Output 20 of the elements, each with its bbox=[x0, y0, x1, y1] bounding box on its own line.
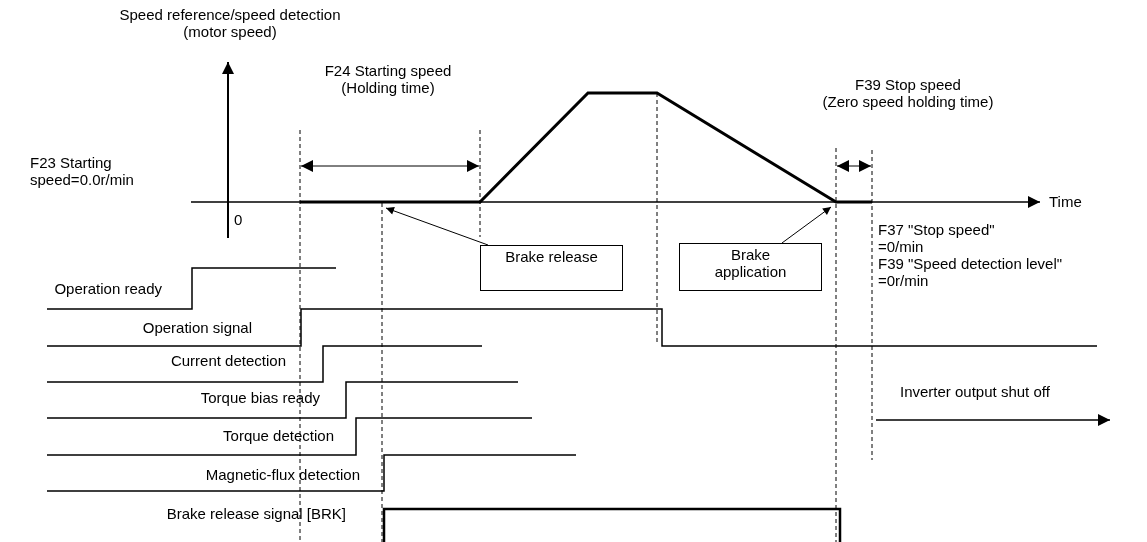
label: Brake release signal [BRK] bbox=[166, 506, 346, 523]
label: F39 "Speed detection level" =0r/min bbox=[878, 256, 1063, 289]
label: Torque detection bbox=[223, 428, 334, 445]
callout-box: Brake release bbox=[480, 245, 623, 291]
label: F24 Starting speed (Holding time) bbox=[324, 63, 452, 96]
label: Inverter output shut off bbox=[900, 384, 1050, 401]
label: F23 Starting speed=0.0r/min bbox=[30, 155, 134, 188]
label: Time bbox=[1049, 194, 1082, 211]
label: F37 "Stop speed" =0/min bbox=[878, 222, 995, 255]
label: Current detection bbox=[170, 353, 286, 370]
label: Torque bias ready bbox=[200, 390, 320, 407]
leader-line bbox=[385, 206, 489, 246]
label: Operation ready bbox=[54, 281, 162, 298]
label: Operation signal bbox=[142, 320, 252, 337]
label: Speed reference/speed detection (motor speed) bbox=[119, 7, 341, 40]
label: 0 bbox=[234, 212, 243, 229]
leader-line bbox=[781, 206, 832, 244]
label: Magnetic-flux detection bbox=[205, 467, 360, 484]
label: F39 Stop speed (Zero speed holding time) bbox=[822, 77, 994, 110]
callout-box: Brake application bbox=[679, 243, 822, 291]
